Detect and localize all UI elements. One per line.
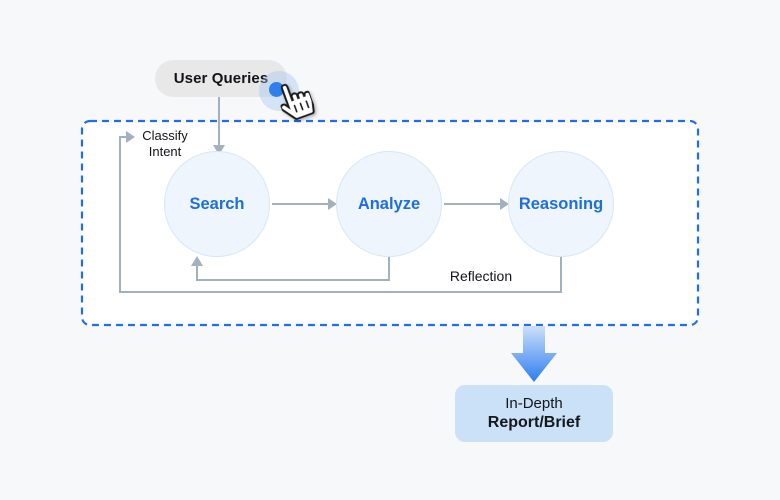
user-queries-button[interactable]: User Queries (155, 60, 287, 97)
loop-reasoning-to-classify (119, 131, 562, 293)
node-search: Search (164, 151, 270, 257)
reflection-label: Reflection (449, 268, 513, 284)
node-analyze: Analyze (336, 151, 442, 257)
loop-analyze-to-search (191, 256, 390, 281)
arrow-analyze-to-reasoning (444, 198, 509, 210)
click-dot (269, 82, 284, 97)
node-reasoning: Reasoning (508, 151, 614, 257)
hand-pointer-cursor-icon (274, 77, 317, 124)
output-line1: In-Depth (505, 395, 563, 412)
classify-intent-line1: Classify (142, 128, 188, 143)
output-line2: Report/Brief (487, 414, 581, 431)
node-reasoning-label: Reasoning (518, 194, 604, 213)
classify-intent-label: Classify Intent (130, 128, 200, 160)
arrow-user-queries-to-search (213, 97, 225, 155)
node-search-label: Search (189, 194, 245, 213)
output-arrow (511, 326, 557, 382)
classify-intent-line2: Intent (148, 144, 182, 159)
output-report-box: In-Depth Report/Brief (455, 385, 613, 442)
arrow-search-to-analyze (272, 198, 337, 210)
node-analyze-label: Analyze (357, 194, 421, 213)
user-queries-label: User Queries (173, 70, 269, 87)
